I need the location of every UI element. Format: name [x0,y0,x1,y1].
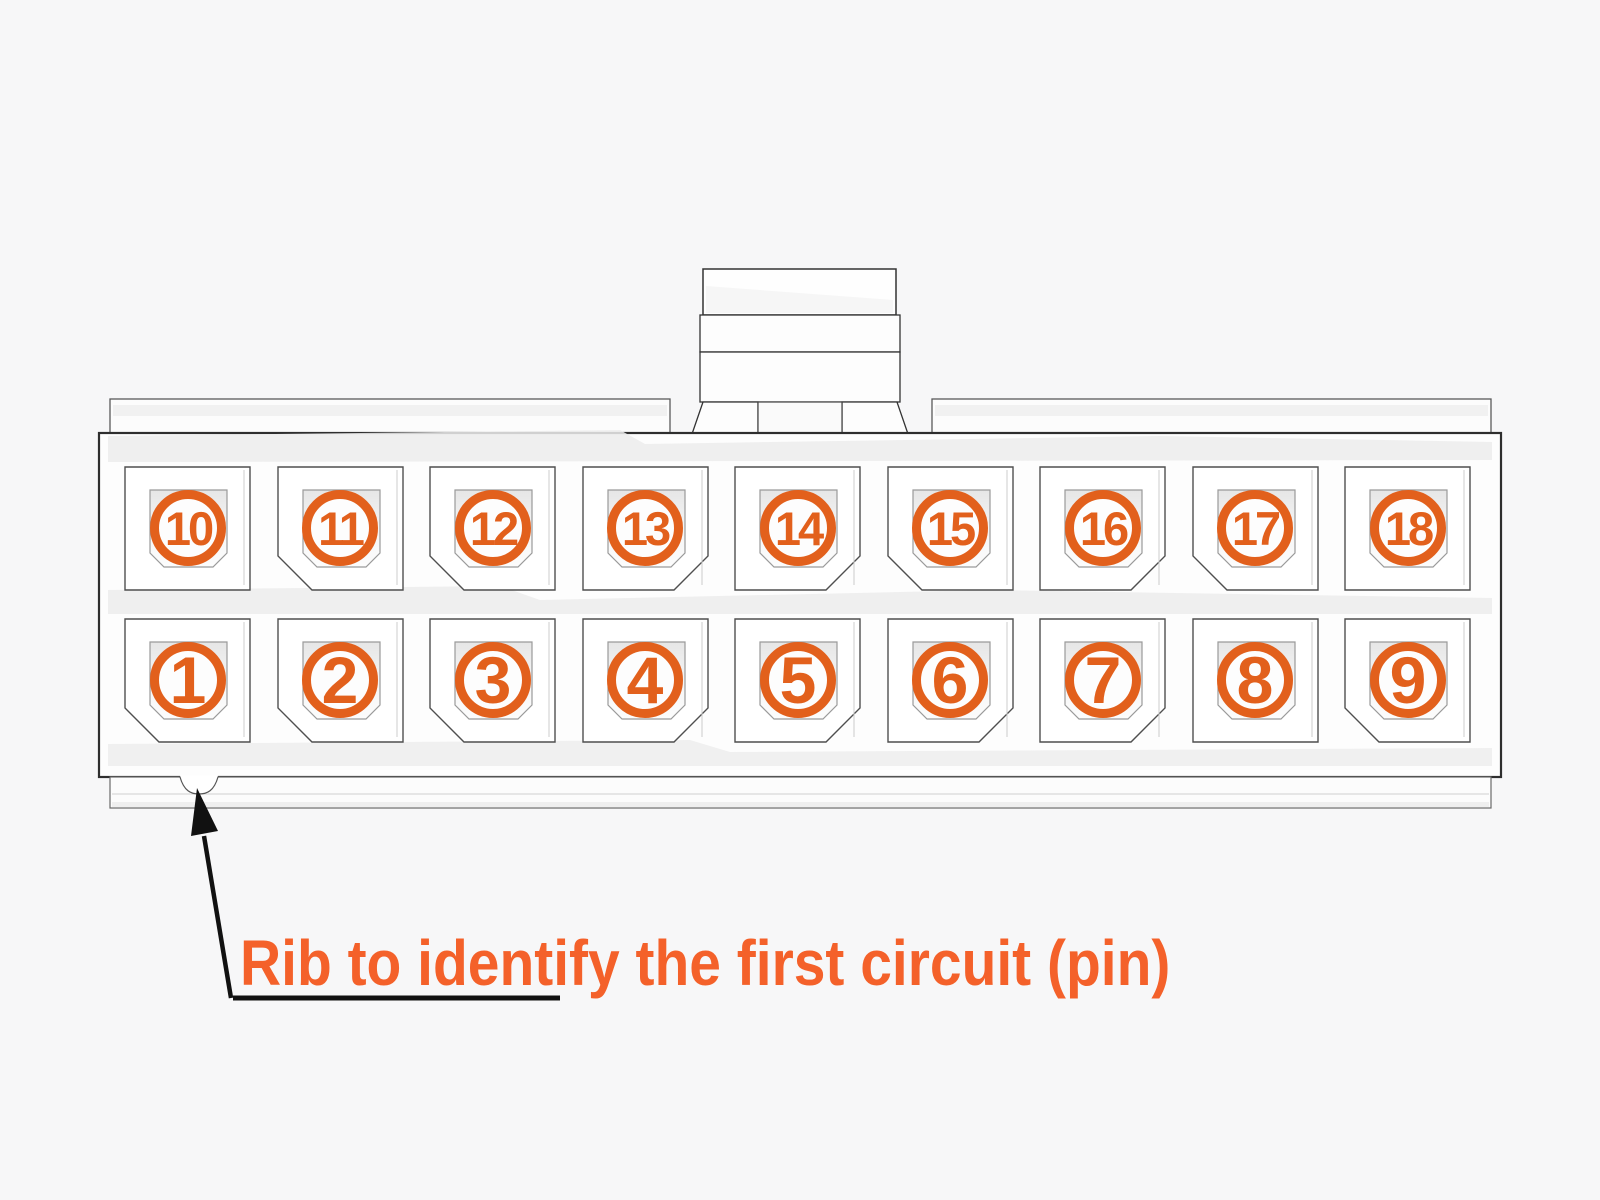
pin-number-label: 16 [1079,501,1129,555]
pin-number-label: 8 [1236,643,1274,717]
pin-number-label: 15 [926,501,976,555]
pin-marker-4: 4 [607,642,683,718]
pin-marker-7: 7 [1065,642,1141,718]
pin-marker-8: 8 [1217,642,1293,718]
pin-number-label: 5 [779,643,817,717]
pin-marker-18: 18 [1370,490,1446,566]
bottom-flange [109,775,1492,809]
annotation-label: Rib to identify the first circuit (pin) [240,927,1171,999]
pin-marker-6: 6 [912,642,988,718]
pin-marker-2: 2 [302,642,378,718]
pin-number-label: 2 [321,643,359,717]
pin-number-label: 13 [621,501,671,555]
pin-marker-10: 10 [150,490,226,566]
pin-number-label: 6 [931,643,969,717]
pin-marker-1: 1 [150,642,226,718]
pin-number-label: 1 [169,643,207,717]
pin-number-label: 3 [474,643,512,717]
top-flange [109,398,1492,435]
latch-tower [691,268,909,435]
pin-marker-11: 11 [302,490,378,566]
pin-number-label: 17 [1231,501,1281,555]
pin-number-label: 14 [774,501,824,555]
pin-number-label: 18 [1384,501,1434,555]
pin-marker-5: 5 [760,642,836,718]
pin-marker-3: 3 [455,642,531,718]
pin-marker-13: 13 [607,490,683,566]
pin-marker-17: 17 [1217,490,1293,566]
pin-number-label: 7 [1084,643,1122,717]
pin-marker-14: 14 [760,490,836,566]
pin-number-label: 12 [469,501,519,555]
pin-marker-12: 12 [455,490,531,566]
pin-number-label: 10 [164,501,214,555]
pin-number-label: 11 [318,501,365,555]
pin-number-label: 9 [1389,643,1427,717]
pin-marker-9: 9 [1370,642,1446,718]
annotation-arrow [191,788,560,1001]
pin-marker-16: 16 [1065,490,1141,566]
pin-number-label: 4 [626,643,664,717]
arrowhead [191,788,218,836]
pin-marker-15: 15 [912,490,988,566]
